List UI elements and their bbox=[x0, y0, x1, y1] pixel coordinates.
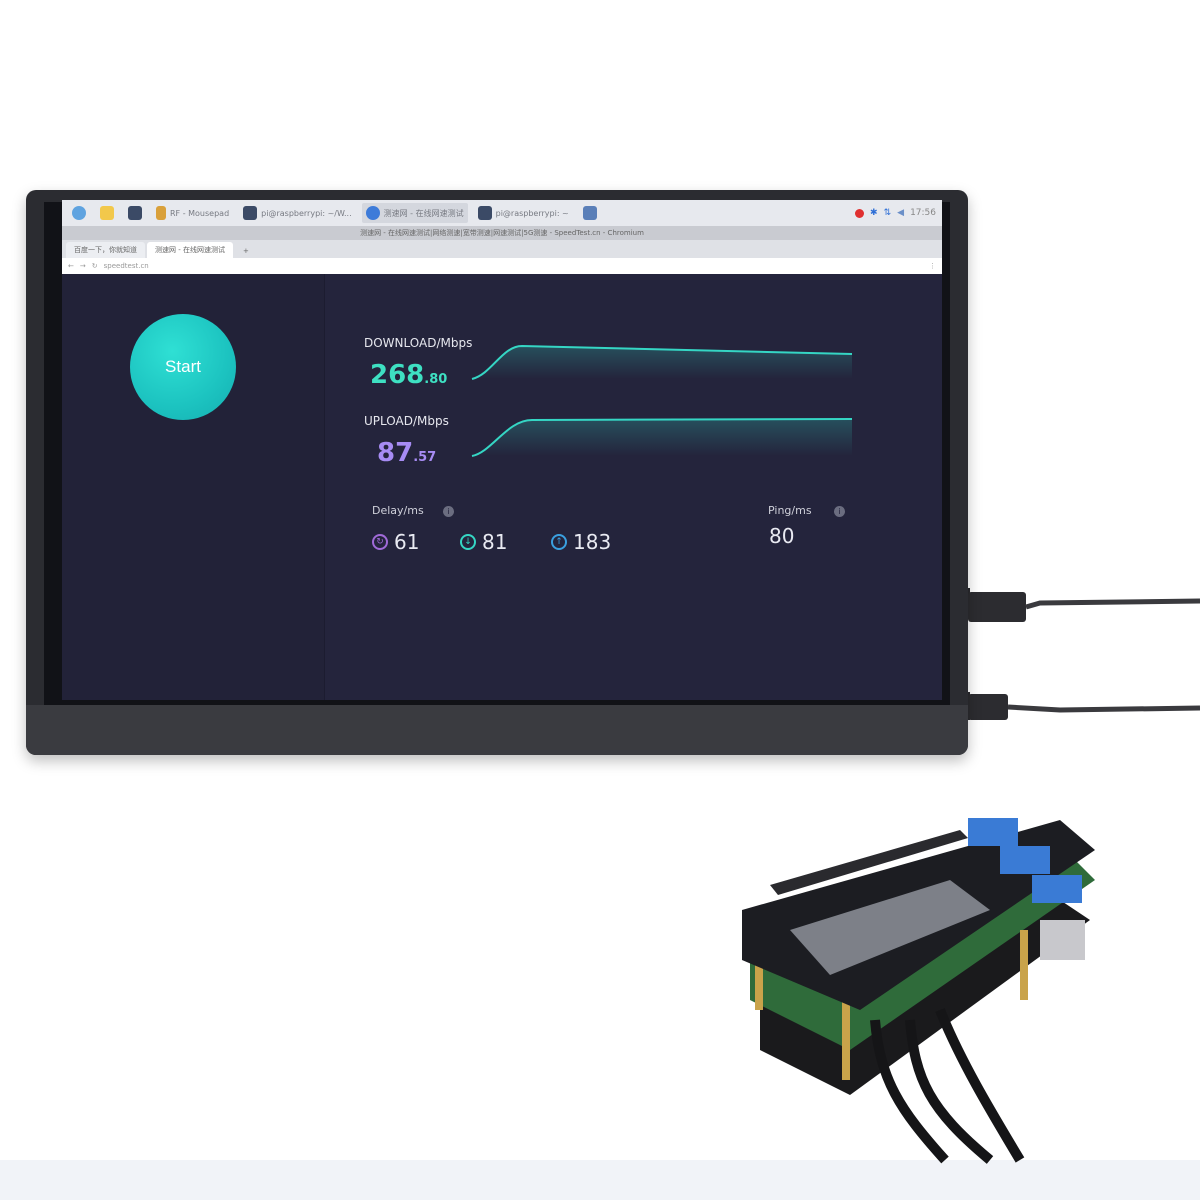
download-curve-fill bbox=[472, 346, 852, 379]
browser-title-bar: 测速网 - 在线网速测试|网络测速|宽带测速|网速测试|5G测速 - Speed… bbox=[62, 226, 942, 240]
editor-icon bbox=[156, 206, 166, 220]
delay-idle-value: 61 bbox=[394, 530, 420, 554]
upload-curve bbox=[471, 418, 853, 457]
usb-c-plug-upper bbox=[968, 592, 1026, 622]
clock: 17:56 bbox=[910, 208, 936, 218]
taskbar-label: RF - Mousepad bbox=[170, 208, 230, 218]
download-curve bbox=[471, 344, 853, 380]
taskbar-files[interactable] bbox=[96, 203, 118, 223]
network-icon[interactable]: ⇅ bbox=[883, 208, 892, 218]
browser-address-bar: ← → ↻ speedtest.cn ⋮ bbox=[62, 258, 942, 274]
upload-label: UPLOAD/Mbps bbox=[364, 414, 449, 428]
speedtest-page: Start DOWNLOAD/Mbps 268.80 UPLOAD/Mbps 8… bbox=[62, 274, 942, 700]
standoff bbox=[842, 990, 850, 1080]
cable-lower bbox=[1007, 704, 1200, 713]
taskbar-terminal-window-2[interactable]: pi@raspberrypi: ~ bbox=[474, 203, 573, 223]
delay-download-value: 81 bbox=[482, 530, 508, 554]
usb-port bbox=[968, 818, 1018, 846]
usb-cable bbox=[905, 1019, 994, 1164]
extensions-icon[interactable]: ⋮ bbox=[929, 262, 936, 270]
monitor-chin bbox=[26, 705, 968, 755]
delay-upload-value: 183 bbox=[573, 530, 612, 554]
background-band bbox=[0, 1160, 1200, 1200]
ping-value: 80 bbox=[769, 524, 795, 548]
upload-value: 87.57 bbox=[377, 438, 436, 468]
cable-upper bbox=[1025, 598, 1200, 610]
taskbar-terminal[interactable] bbox=[124, 203, 146, 223]
taskbar-chromium[interactable]: 测速网 - 在线网速测试 bbox=[361, 203, 468, 223]
info-icon[interactable]: i bbox=[443, 506, 454, 517]
monitor-screen: RF - Mousepad pi@raspberrypi: ~/W... 测速网… bbox=[62, 200, 942, 700]
tab-baidu[interactable]: 百度一下，你就知道 bbox=[66, 242, 145, 258]
delay-download: ↓ 81 bbox=[460, 530, 507, 554]
upload-int: 87 bbox=[377, 438, 414, 468]
folder-icon bbox=[100, 206, 114, 220]
download-label: DOWNLOAD/Mbps bbox=[364, 336, 473, 350]
download-dec: .80 bbox=[424, 372, 448, 387]
usb-port bbox=[1032, 875, 1082, 903]
upload-dec: .57 bbox=[413, 450, 437, 465]
reload-icon[interactable]: ↻ bbox=[91, 262, 98, 270]
usb-cable bbox=[870, 1019, 949, 1164]
url-field[interactable]: speedtest.cn bbox=[103, 262, 149, 270]
chromium-icon bbox=[365, 206, 380, 220]
terminal-icon bbox=[128, 206, 142, 220]
desktop-taskbar: RF - Mousepad pi@raspberrypi: ~/W... 测速网… bbox=[62, 200, 942, 226]
cellular-module bbox=[790, 880, 990, 975]
new-tab-button[interactable]: + bbox=[242, 247, 249, 255]
standoff bbox=[755, 930, 763, 1010]
gpio-header bbox=[770, 830, 968, 895]
usb-port bbox=[1000, 846, 1050, 874]
idle-latency-icon: ↻ bbox=[372, 534, 388, 550]
upload-curve-fill bbox=[472, 419, 852, 456]
back-icon[interactable]: ← bbox=[68, 262, 74, 270]
tab-speedtest[interactable]: 测速网 - 在线网速测试 bbox=[147, 242, 233, 258]
start-button[interactable]: Start bbox=[130, 314, 236, 420]
download-int: 268 bbox=[370, 360, 425, 390]
taskbar-menu[interactable] bbox=[68, 203, 90, 223]
left-panel: Start bbox=[62, 274, 325, 700]
taskbar-label: pi@raspberrypi: ~ bbox=[495, 208, 569, 218]
record-icon[interactable] bbox=[855, 208, 865, 218]
delay-idle: ↻ 61 bbox=[372, 530, 419, 554]
taskbar-terminal-window[interactable]: pi@raspberrypi: ~/W... bbox=[239, 203, 355, 223]
browser-tab-bar: 百度一下，你就知道 测速网 - 在线网速测试 + bbox=[62, 240, 942, 258]
delay-upload: ↑ 183 bbox=[551, 530, 611, 554]
info-icon[interactable]: i bbox=[834, 506, 845, 517]
raspberry-menu-icon bbox=[72, 206, 86, 220]
delay-label: Delay/ms bbox=[372, 504, 424, 517]
ethernet-port bbox=[1040, 920, 1085, 960]
bluetooth-icon[interactable]: ✱ bbox=[870, 208, 878, 218]
taskbar-window[interactable] bbox=[579, 203, 601, 223]
taskbar-mousepad[interactable]: RF - Mousepad bbox=[152, 203, 233, 223]
ping-label: Ping/ms bbox=[768, 504, 812, 517]
upload-latency-icon: ↑ bbox=[551, 534, 567, 550]
speed-curves bbox=[471, 344, 853, 457]
terminal-icon bbox=[243, 206, 258, 220]
usb-cable bbox=[935, 1008, 1025, 1163]
system-tray: ✱ ⇅ ◀ 17:56 bbox=[855, 208, 936, 218]
usb-c-plug-lower bbox=[968, 694, 1008, 720]
standoff bbox=[1020, 930, 1028, 1000]
download-latency-icon: ↓ bbox=[460, 534, 476, 550]
volume-icon[interactable]: ◀ bbox=[897, 208, 905, 218]
download-value: 268.80 bbox=[370, 360, 447, 390]
taskbar-label: pi@raspberrypi: ~/W... bbox=[261, 208, 352, 218]
window-icon bbox=[582, 206, 597, 220]
taskbar-label: 测速网 - 在线网速测试 bbox=[383, 208, 464, 218]
forward-icon[interactable]: → bbox=[79, 262, 86, 270]
terminal-icon bbox=[477, 206, 492, 220]
